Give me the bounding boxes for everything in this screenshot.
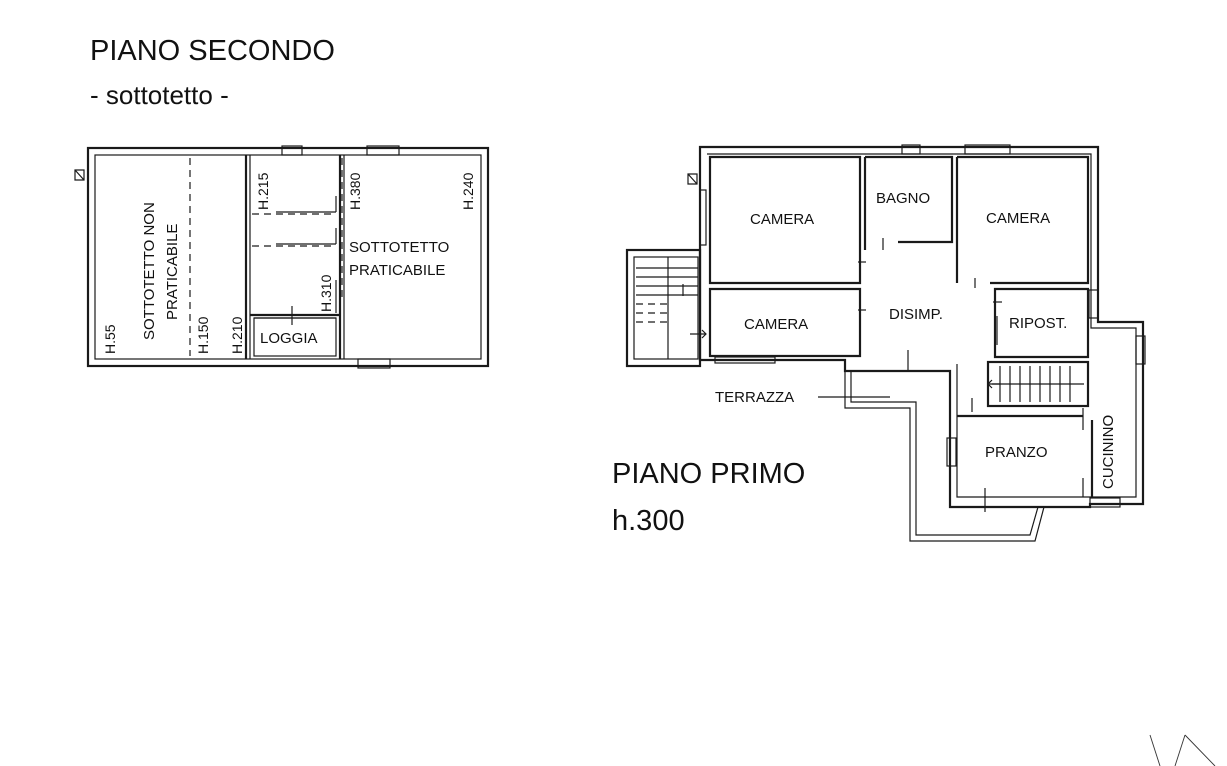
window-bottom-1 [357, 358, 391, 369]
room-label-pranzo: PRANZO [985, 444, 1048, 461]
first-floor-height: h.300 [612, 505, 685, 537]
room-label-camera-top-left: CAMERA [750, 211, 814, 228]
room-label-bagno: BAGNO [876, 190, 930, 207]
height-label-h55: H.55 [102, 324, 118, 354]
height-label-h310: H.310 [318, 274, 334, 312]
room-label-terrazza: TERRAZZA [715, 389, 794, 406]
second-floor-title: PIANO SECONDO [90, 35, 335, 67]
window-ff-6 [946, 437, 957, 467]
window-top-2 [366, 145, 400, 156]
room-label-loggia: LOGGIA [260, 330, 318, 347]
room-label-praticabile-1: SOTTOTETTO [349, 239, 449, 256]
first-floor-plan: CAMERA BAGNO CAMERA CAMERA DISIMP. RIPOS… [612, 144, 1146, 542]
left-stair-treads [636, 257, 698, 359]
room-label-camera-top-right: CAMERA [986, 210, 1050, 227]
height-label-h240: H.240 [460, 172, 476, 210]
first-floor-interior-walls [708, 155, 1094, 512]
height-label-h210: H.210 [229, 316, 245, 354]
room-label-non-praticabile-1: SOTTOTETTO NON [141, 202, 158, 340]
height-label-h150: H.150 [195, 316, 211, 354]
room-label-praticabile-2: PRATICABILE [349, 262, 445, 279]
window-ff-7 [699, 189, 707, 246]
second-floor-subtitle: - sottotetto - [90, 80, 229, 110]
second-floor-outer-wall [86, 146, 490, 368]
window-ff-1 [901, 144, 921, 155]
second-floor-plan: PIANO SECONDO - sottotetto - [74, 35, 490, 369]
window-ff-4 [1135, 335, 1146, 365]
room-label-ripost: RIPOST. [1009, 315, 1067, 332]
stair-arrow-icon [690, 329, 707, 339]
first-floor-title: PIANO PRIMO [612, 458, 805, 490]
window-top-1 [281, 145, 303, 156]
room-label-non-praticabile-2: PRATICABILE [164, 224, 181, 320]
height-label-h380: H.380 [347, 172, 363, 210]
room-label-disimp: DISIMP. [889, 306, 943, 323]
room-label-cucinino: CUCININO [1100, 415, 1117, 489]
left-stair-outer [625, 248, 702, 368]
right-stair-treads [992, 366, 1084, 402]
terrazza-outline [844, 371, 1045, 542]
window-ff-2 [964, 144, 1011, 155]
scan-marks [1149, 734, 1216, 766]
height-label-h215: H.215 [255, 172, 271, 210]
north-marker-icon-2 [687, 173, 698, 185]
window-ff-3 [714, 356, 776, 364]
north-marker-icon [74, 169, 85, 181]
window-ff-8 [1088, 289, 1099, 319]
room-label-camera-mid-left: CAMERA [744, 316, 808, 333]
stair-arrow-icon-2 [987, 379, 1000, 389]
window-ff-5 [1089, 497, 1121, 508]
